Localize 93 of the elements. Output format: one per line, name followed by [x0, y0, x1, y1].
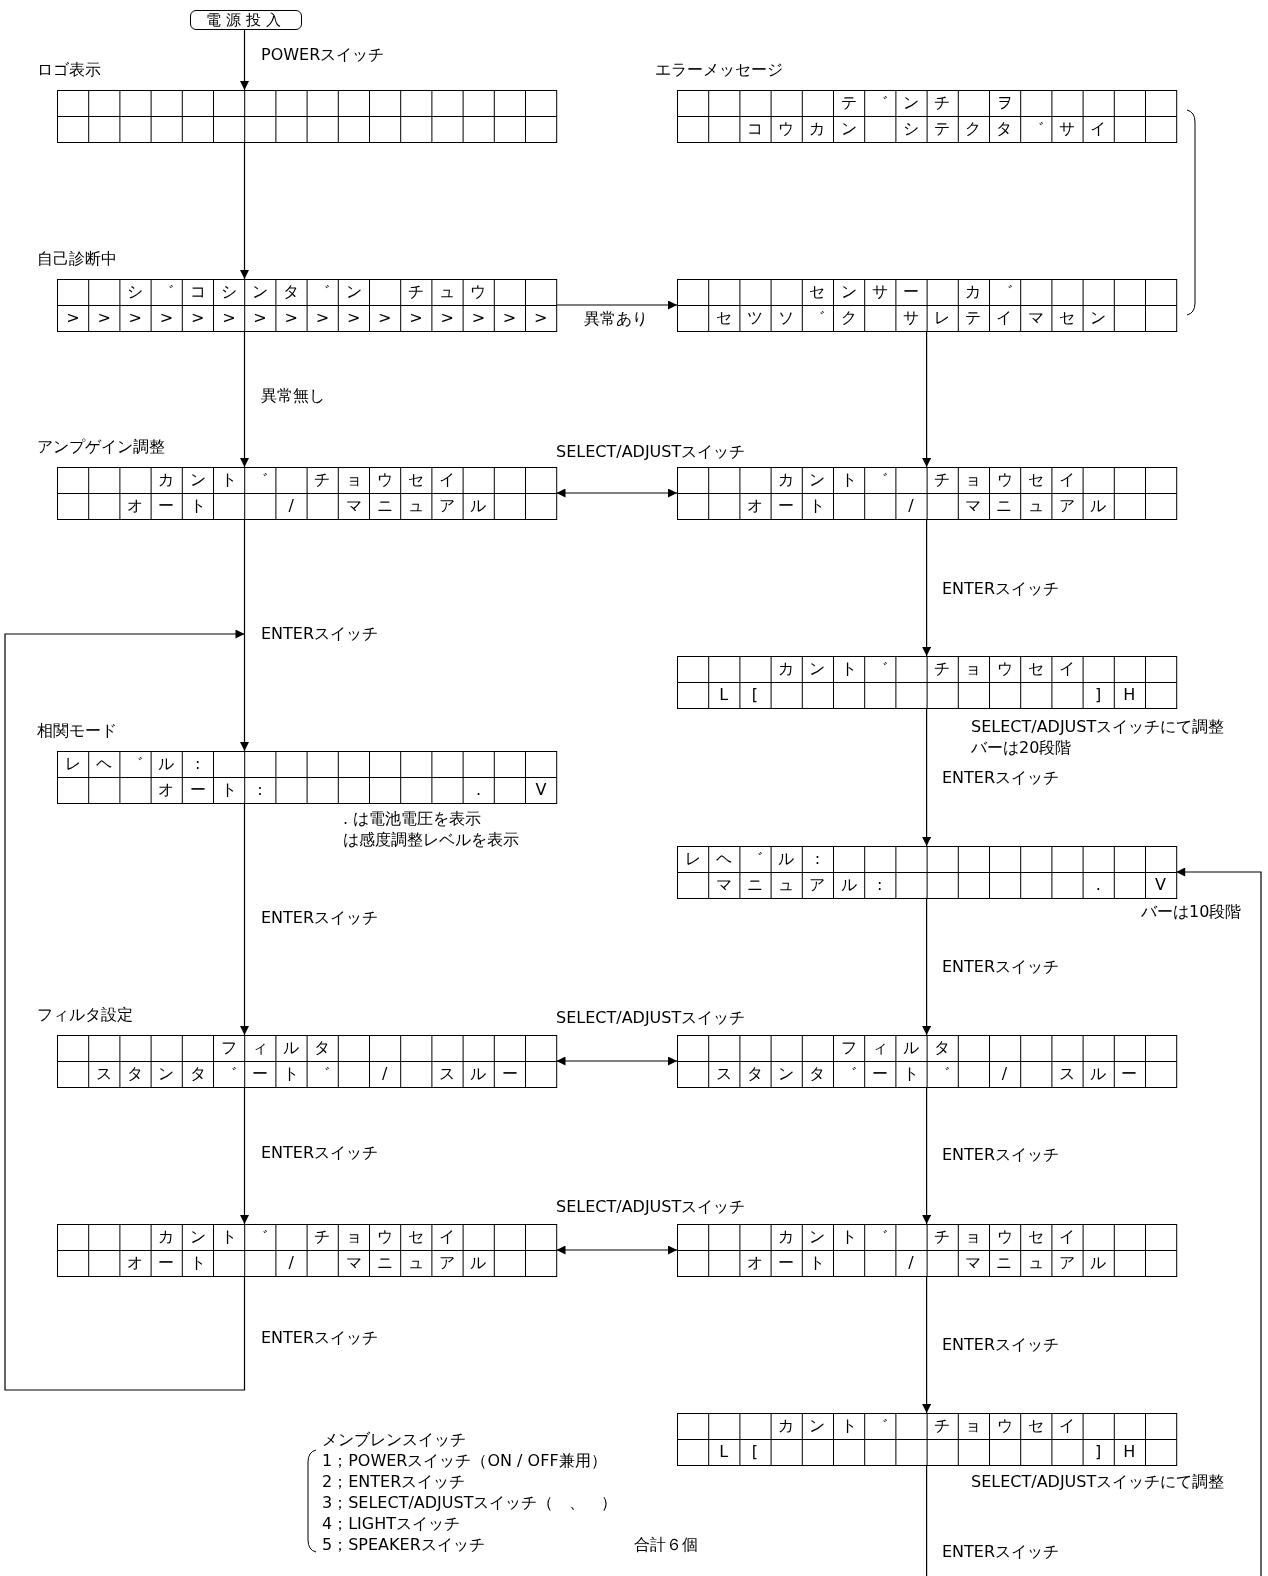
edge-label: SELECT/ADJUSTスイッチ [556, 1197, 746, 1217]
display-text: レヘ゛ル : [63, 753, 202, 775]
display-text: . [474, 779, 483, 801]
edge-label: ENTERスイッチ [942, 1335, 1060, 1355]
display-heading: 自己診断中 [37, 249, 117, 269]
arrow [240, 330, 249, 468]
note-text: SELECT/ADJUSTスイッチにて調整 [971, 717, 1225, 737]
lcd-display [677, 1224, 1177, 1276]
note-text: 合計６個 [634, 1535, 698, 1555]
display-heading: ロゴ表示 [37, 60, 101, 80]
display-text: カント゛ チョウセイ [157, 1226, 457, 1248]
edge-label: ENTERスイッチ [942, 1145, 1060, 1165]
display-text: レヘ゛ル : [683, 848, 822, 870]
display-text: マニュアル : [714, 874, 884, 896]
display-text: > > > > > > > > > > > > > > > > [65, 307, 549, 329]
edge-label: ENTERスイッチ [942, 768, 1060, 788]
arrow [555, 300, 678, 310]
connector-line [926, 1464, 928, 1576]
arrow [240, 802, 249, 1036]
list-heading: メンブレンスイッチ [322, 1430, 466, 1450]
edge-label: SELECT/ADJUSTスイッチ [556, 1008, 746, 1028]
note-text: SELECT/ADJUSTスイッチにて調整 [971, 1472, 1225, 1492]
arrow [922, 707, 932, 847]
arrow [922, 897, 932, 1036]
list-item: 1；POWERスイッチ（ON / OFF兼用） [322, 1451, 607, 1471]
edge-label: 異常あり [584, 309, 648, 329]
arrow [240, 1086, 249, 1225]
edge-label: ENTERスイッチ [942, 579, 1060, 599]
display-text: センサー カ゛ [808, 281, 1014, 303]
display-text: フィルタ [219, 1037, 332, 1059]
display-text: カント゛ チョウセイ [777, 1415, 1076, 1437]
arrow [922, 1086, 932, 1225]
list-item: 5；SPEAKERスイッチ [322, 1535, 485, 1555]
arrow [922, 330, 932, 468]
lcd-display [677, 1035, 1177, 1087]
arrow [555, 488, 678, 498]
display-text: V [1154, 874, 1168, 896]
edge-label: ENTERスイッチ [942, 957, 1060, 977]
display-heading: エラーメッセージ [655, 60, 783, 80]
list-item: 3；SELECT/ADJUSTスイッチ（ 、 ） [322, 1493, 618, 1513]
display-text: カント゛ チョウセイ [777, 658, 1076, 680]
note-text: は感度調整レベルを表示 [343, 830, 519, 850]
display-text: フィルタ [839, 1037, 952, 1059]
display-text: シ゛コシンタ゛ン チュウ [126, 281, 488, 303]
display-text: V [534, 779, 548, 801]
arrow [240, 29, 249, 91]
edge-label: ENTERスイッチ [261, 624, 379, 644]
display-text: L [ [718, 684, 760, 706]
display-text: テ゛ンチ ヲ [839, 92, 1014, 114]
display-text: オート : [157, 779, 264, 801]
arrow [922, 1275, 932, 1414]
connector-line [243, 518, 246, 635]
display-text: オート / マニュアル [126, 495, 488, 517]
display-heading: フィルタ設定 [37, 1005, 133, 1025]
arrow [922, 518, 932, 657]
start-box: 電源投入 [190, 10, 302, 30]
arrow [555, 1056, 678, 1066]
list-item: 4；LIGHTスイッチ [322, 1514, 460, 1534]
list-item: 2；ENTERスイッチ [322, 1472, 466, 1492]
display-text: . [1094, 874, 1102, 896]
arrow [240, 633, 249, 752]
note-text: . は電池電圧を表示 [343, 809, 482, 829]
display-text: スタンタ゛ート゛ / スルー [95, 1063, 519, 1085]
edge-label: SELECT/ADJUSTスイッチ [556, 442, 746, 462]
display-text: カント゛ チョウセイ [777, 1226, 1076, 1248]
display-text: セツソ゛ク サレテイマセン [714, 307, 1108, 329]
display-heading: 相関モード [37, 721, 117, 741]
display-text: コウカン シテクタ゛サイ [746, 118, 1108, 140]
display-text: カント゛ チョウセイ [777, 469, 1076, 491]
display-text: L [ [718, 1441, 760, 1463]
display-text: スタンタ゛ート゛ / スルー [714, 1063, 1139, 1085]
display-text: ] H [1094, 1441, 1137, 1463]
edge-label: POWERスイッチ [261, 45, 385, 65]
lcd-display [677, 467, 1177, 519]
note-text: バーは10段階 [1141, 902, 1242, 922]
arrow [555, 1245, 678, 1255]
lcd-display [677, 279, 1177, 331]
display-text: オート / マニュアル [126, 1252, 488, 1274]
arrow [4, 629, 246, 1391]
arrow [240, 141, 249, 280]
display-text: オート / マニュアル [746, 495, 1108, 517]
note-text: バーは20段階 [971, 738, 1072, 758]
edge-label: ENTERスイッチ [261, 908, 379, 928]
edge-label: ENTERスイッチ [942, 1542, 1060, 1562]
edge-label: ENTERスイッチ [261, 1328, 379, 1348]
edge-label: 異常無し [261, 386, 325, 406]
display-text: オート / マニュアル [746, 1252, 1108, 1274]
display-text: カント゛ チョウセイ [157, 469, 457, 491]
edge-label: ENTERスイッチ [261, 1143, 379, 1163]
display-heading: アンプゲイン調整 [37, 437, 165, 457]
lcd-display [57, 1224, 557, 1276]
display-text: ] H [1094, 684, 1137, 706]
arrow [1175, 867, 1262, 1576]
